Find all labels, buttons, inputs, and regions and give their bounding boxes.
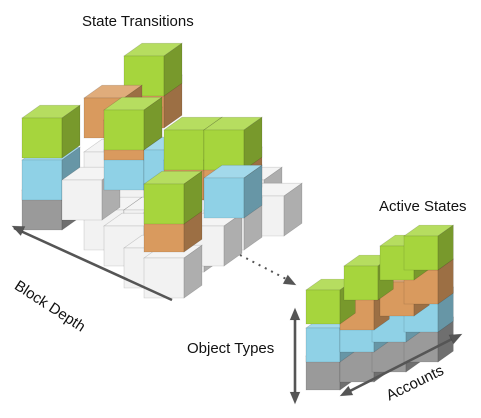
right-cube-10-side: [437, 258, 454, 305]
object-types-arrow-head-top: [289, 307, 301, 321]
left-cube-25-front: [163, 129, 205, 171]
object-types-arrow-head-bottom: [289, 391, 301, 405]
left-cube-15-side: [61, 104, 81, 159]
right-cube-12-front: [343, 265, 379, 301]
left-cube-27-side: [243, 116, 263, 171]
right-cube-11-front: [305, 289, 341, 325]
connector-arrow-head: [282, 274, 297, 286]
right-title: Active States: [379, 198, 467, 215]
left-cube-30-front: [143, 183, 185, 225]
left-title: State Transitions: [82, 13, 194, 30]
accounts-arrow: [347, 336, 455, 394]
block-depth-arrow-head: [11, 225, 26, 237]
left-cube-27-front: [203, 129, 245, 171]
right-cube-4-front: [305, 327, 341, 363]
connector-dotted-line: [239, 254, 293, 283]
left-cube-16-front: [61, 179, 103, 221]
left-cube-12-side: [183, 244, 203, 299]
accounts-arrow-head-right: [448, 333, 463, 345]
left-cube-28-front: [203, 177, 245, 219]
left-cube-30-side: [183, 170, 203, 225]
block-depth-arrow: [13, 226, 173, 302]
left-cube-12-front: [143, 257, 185, 299]
left-cube-22-front: [103, 109, 145, 151]
left-cube-15-front: [21, 117, 63, 159]
right-cube-14-side: [437, 224, 454, 271]
left-cube-18-side: [163, 42, 183, 97]
left-cube-14-front: [21, 159, 63, 201]
right-cube-14-front: [403, 235, 439, 271]
left-cube-28-side: [243, 164, 263, 219]
left-cube-6-side: [283, 182, 303, 237]
object-types-label: Object Types: [187, 340, 275, 357]
accounts-arrow-head-left: [339, 385, 354, 397]
